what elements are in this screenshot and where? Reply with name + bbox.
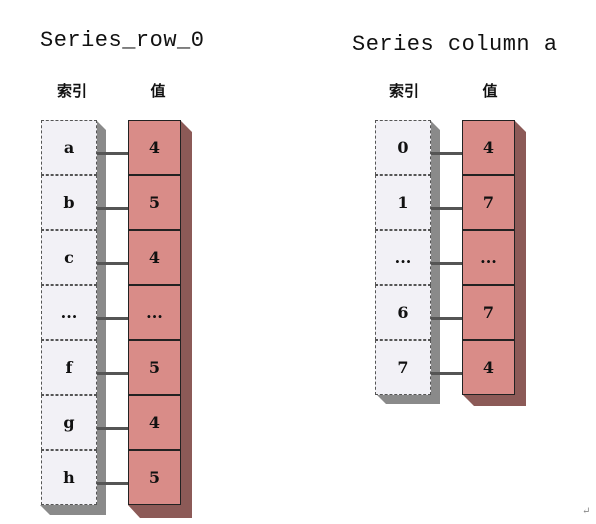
left-value-cell: 5 (128, 340, 181, 395)
left-value-cell: 4 (128, 230, 181, 285)
left-connector (97, 426, 128, 430)
left-value-cell: ... (128, 285, 181, 340)
right-title: Series column a (352, 32, 558, 57)
right-index-cell: 6 (375, 285, 431, 340)
right-connector (431, 371, 462, 375)
right-index-cell: 7 (375, 340, 431, 395)
left-index-cell: b (41, 175, 97, 230)
return-mark: ↵ (582, 506, 591, 517)
right-index-shadow (376, 120, 440, 404)
right-value-cell: 7 (462, 285, 515, 340)
right-value-cell: 7 (462, 175, 515, 230)
left-value-side (128, 120, 192, 518)
right-index-header: 索引 (388, 82, 419, 100)
left-index-header: 索引 (56, 82, 87, 100)
right-index-cell: ... (375, 230, 431, 285)
left-connector (97, 206, 128, 210)
left-value-header: 值 (150, 82, 166, 100)
left-title: Series_row_0 (40, 28, 205, 53)
left-index-cell: f (41, 340, 97, 395)
left-index-shadow (40, 120, 106, 515)
right-connector (431, 261, 462, 265)
right-index-cell: 1 (375, 175, 431, 230)
right-value-cell: 4 (462, 340, 515, 395)
right-connector (431, 206, 462, 210)
right-value-side (462, 120, 526, 406)
left-connector (97, 371, 128, 375)
right-value-cell: ... (462, 230, 515, 285)
left-connector (97, 261, 128, 265)
left-value-cell: 4 (128, 395, 181, 450)
right-index-cell: 0 (375, 120, 431, 175)
left-index-cell: ... (41, 285, 97, 340)
left-connector (97, 481, 128, 485)
left-connector (97, 316, 128, 320)
left-index-cell: h (41, 450, 97, 505)
left-value-cell: 5 (128, 175, 181, 230)
right-value-header: 值 (482, 82, 498, 100)
left-index-cell: c (41, 230, 97, 285)
right-value-cell: 4 (462, 120, 515, 175)
right-connector (431, 151, 462, 155)
left-connector (97, 151, 128, 155)
right-connector (431, 316, 462, 320)
left-index-cell: g (41, 395, 97, 450)
left-index-cell: a (41, 120, 97, 175)
left-value-cell: 4 (128, 120, 181, 175)
left-value-cell: 5 (128, 450, 181, 505)
